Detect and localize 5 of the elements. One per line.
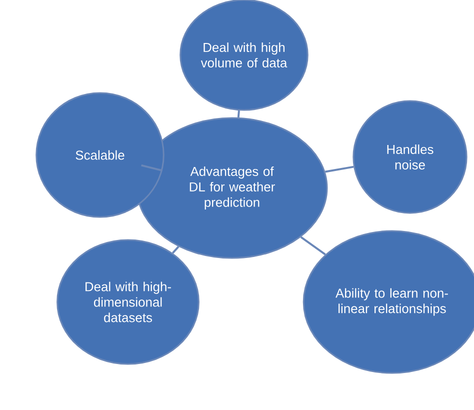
connector-line (237, 110, 240, 118)
connector-line (300, 236, 326, 256)
connector-line (172, 246, 180, 254)
connector-line (325, 166, 354, 173)
connector-line (141, 164, 163, 172)
